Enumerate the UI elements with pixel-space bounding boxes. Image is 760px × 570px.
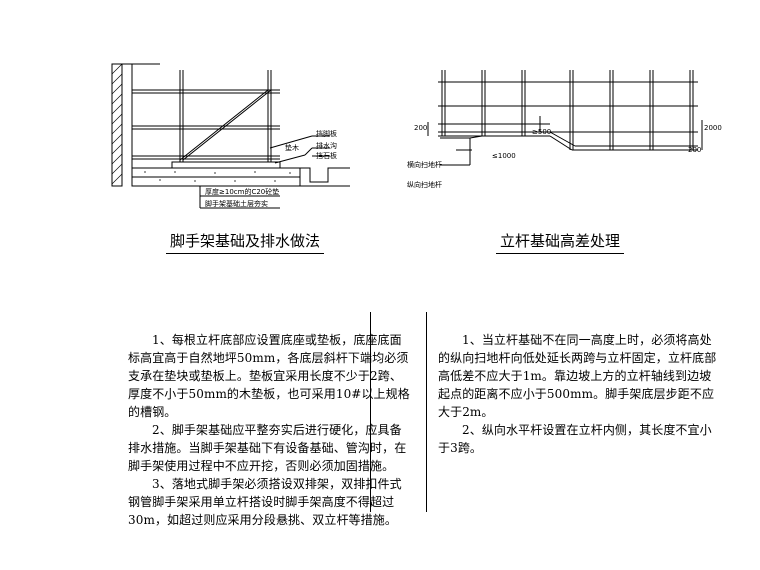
- label-long-pole: 纵向扫地杆: [407, 181, 442, 189]
- label-drain: 排水沟: [316, 142, 337, 150]
- scaffold-foundation-drainage-diagram: [111, 63, 350, 209]
- dim-200: 200: [414, 124, 428, 132]
- left-notes-border: [370, 312, 371, 512]
- left-note-line: 脚手架使用过程中不应开挖，否则必须加固措施。: [128, 459, 395, 473]
- right-diagram-title: 立杆基础高差处理: [496, 230, 625, 254]
- label-base: 脚手架基础土层夯实: [205, 200, 268, 208]
- left-note-line: 1、每根立杆底部应设置底座或垫板，底座底面: [152, 333, 402, 347]
- left-note-line: 3、落地式脚手架必须搭设双排架，双排扣件式: [152, 477, 402, 491]
- pole-foundation-height-diagram: [427, 70, 703, 166]
- label-cross-pole: 横向扫地杆: [407, 161, 442, 169]
- right-note-line: 起点的距离不应小于500mm。脚手架底层步距不应: [438, 387, 715, 401]
- right-note-line: 2、纵向水平杆设置在立杆内侧，其长度不宜小: [462, 423, 712, 437]
- right-note-line: 的纵向扫地杆向低处延长两跨与立杆固定，立杆底部: [438, 351, 717, 365]
- label-board: 挡石板: [316, 152, 337, 160]
- label-concrete: 厚度≥10cm的C20砼垫: [205, 188, 280, 196]
- dim-200-bottom: 200: [688, 146, 702, 154]
- label-top-board: 挡脚板: [316, 130, 337, 138]
- left-diagram-title: 脚手架基础及排水做法: [166, 230, 325, 254]
- right-note-line: 大于2m。: [438, 405, 494, 419]
- dim-1000: ≤1000: [492, 152, 516, 160]
- right-note-line: 于3跨。: [438, 441, 483, 455]
- right-note-line: 1、当立杆基础不在同一高度上时，必须将高处: [462, 333, 712, 347]
- left-note-line: 2、脚手架基础应平整夯实后进行硬化，应具备: [152, 423, 402, 437]
- right-note-line: 高低差不应大于1m。靠边坡上方的立杆轴线到边坡: [438, 369, 712, 383]
- label-wood: 垫木: [285, 144, 299, 152]
- right-notes: 1、当立杆基础不在同一高度上时，必须将高处 的纵向扫地杆向低处延长两跨与立杆固定…: [438, 331, 716, 457]
- dim-500: ≥500: [532, 128, 552, 136]
- left-notes: 1、每根立杆底部应设置底座或垫板，底座底面 标高宜高于自然地坪50mm，各底层斜…: [128, 331, 410, 529]
- right-notes-border: [426, 312, 427, 512]
- left-note-line: 钢管脚手架采用单立杆搭设时脚手架高度不得超过: [128, 495, 395, 509]
- left-note-line: 30m，如超过则应采用分段悬挑、双立杆等措施。: [128, 513, 397, 527]
- left-note-line: 排水措施。当脚手架基础下有设备基础、管沟时，在: [128, 441, 407, 455]
- left-note-line: 的槽钢。: [128, 405, 177, 419]
- left-note-line: 支承在垫块或垫板上。垫板宜采用长度不少于2跨、: [128, 369, 402, 383]
- left-note-line: 标高宜高于自然地坪50mm，各底层斜杆下端均必须: [128, 351, 409, 365]
- left-note-line: 厚度不小于50mm的木垫板，也可采用10#以上规格: [128, 387, 410, 401]
- dim-2000: 2000: [704, 124, 722, 132]
